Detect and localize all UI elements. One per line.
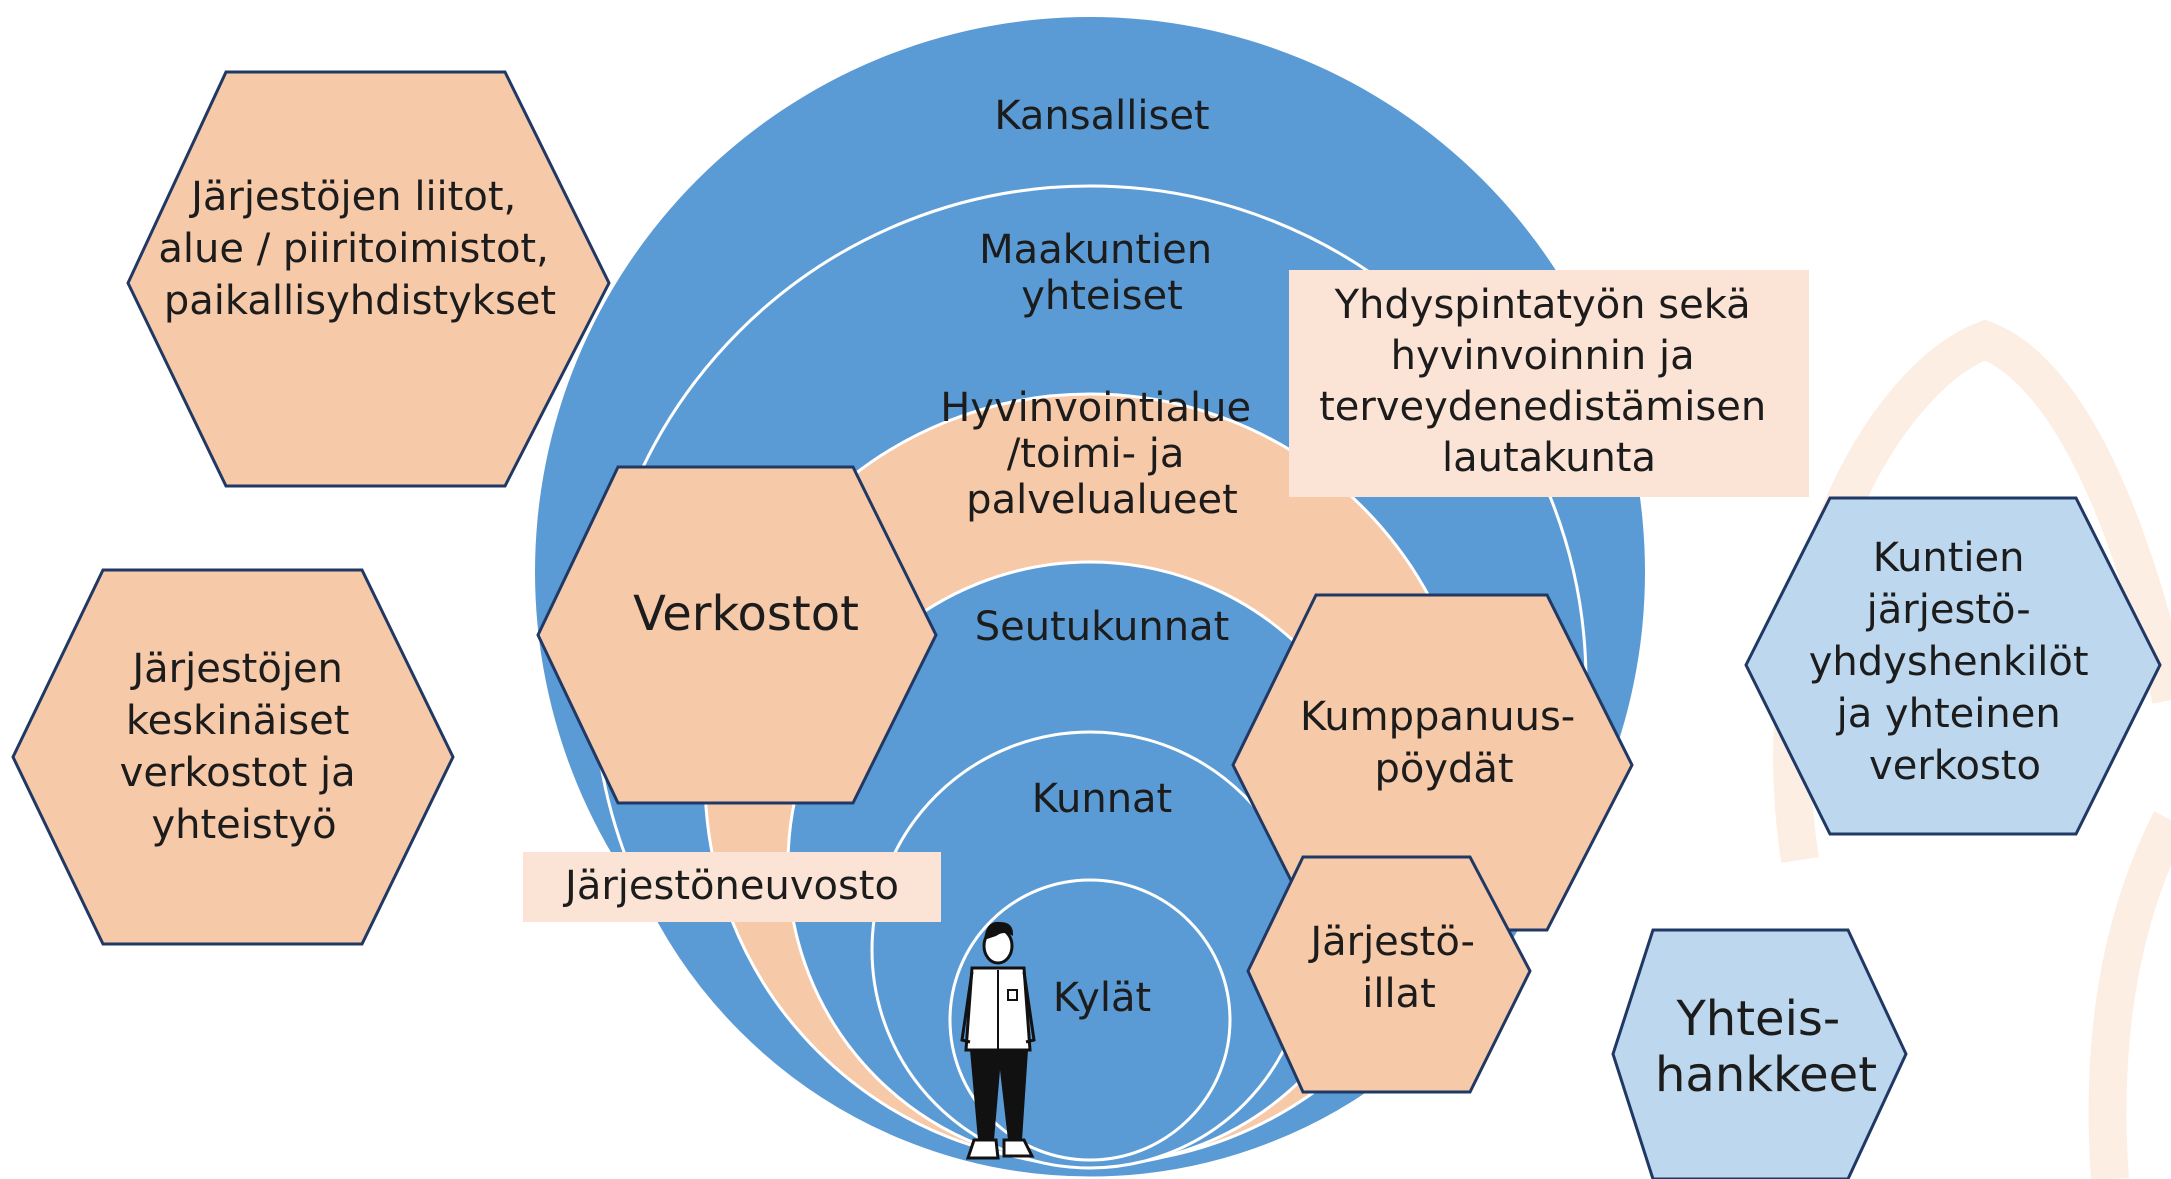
ring-label-maakuntien: Maakuntien yhteiset: [979, 227, 1225, 319]
hexagon-verkostot: Verkostot: [536, 465, 938, 805]
svg-text:Järjestö- illat: Järjestö- illat: [1307, 919, 1487, 1017]
hexagon-liitot: Järjestöjen liitot, alue / piiritoimisto…: [126, 70, 611, 488]
svg-text:Järjestöjen liitot, alue: Järjestöjen liitot, alue / piiritoimisto…: [158, 174, 561, 324]
ring-label-kylat: Kylät: [1053, 975, 1151, 1021]
hexagon-kumppanuus: Kumppanuus- pöydät: [1231, 593, 1634, 932]
ring-label-kunnat: Kunnat: [1032, 776, 1173, 822]
ring-label-kansalliset: Kansalliset: [994, 93, 1209, 139]
svg-text:Verkostot: Verkostot: [633, 586, 859, 642]
svg-text:Kuntien järjestö-: Kuntien järjestö- yhdyshenkilöt ja yhtei…: [1809, 535, 2102, 789]
box-lautakunta: Yhdyspintatyön sekä hyvinvoinnin ja terv…: [1289, 270, 1809, 497]
person-illustration: [960, 921, 1036, 1160]
hexagon-illat: Järjestö- illat: [1246, 855, 1532, 1094]
ring-label-seutukunnat: Seutukunnat: [975, 604, 1230, 650]
hexagon-hankkeet: Yhteis- hankkeet: [1611, 928, 1908, 1179]
svg-text:Kumppanuus- pöydät: Kumppanuus- pöydät: [1300, 694, 1588, 792]
svg-text:Järjestöjen keskinäiset: Järjestöjen keskinäiset verkostot ja yht…: [120, 646, 369, 848]
svg-text:Järjestöneuvosto: Järjestöneuvosto: [562, 863, 899, 909]
svg-text:Yhdyspintatyön sekä hyvi: Yhdyspintatyön sekä hyvinvoinnin ja terv…: [1319, 282, 1779, 481]
hexagon-keskinaiset: Järjestöjen keskinäiset verkostot ja yht…: [11, 568, 455, 946]
hexagon-yhdyshenkilot: Kuntien järjestö- yhdyshenkilöt ja yhtei…: [1744, 496, 2162, 836]
decorative-arc-2: [2088, 811, 2171, 1179]
box-neuvosto: Järjestöneuvosto: [523, 852, 941, 922]
svg-text:Yhteis- hankkeet: Yhteis- hankkeet: [1655, 991, 1877, 1103]
ring-label-hyvinvointialue: Hyvinvointialue /toimi- ja palvelualueet: [940, 385, 1264, 523]
